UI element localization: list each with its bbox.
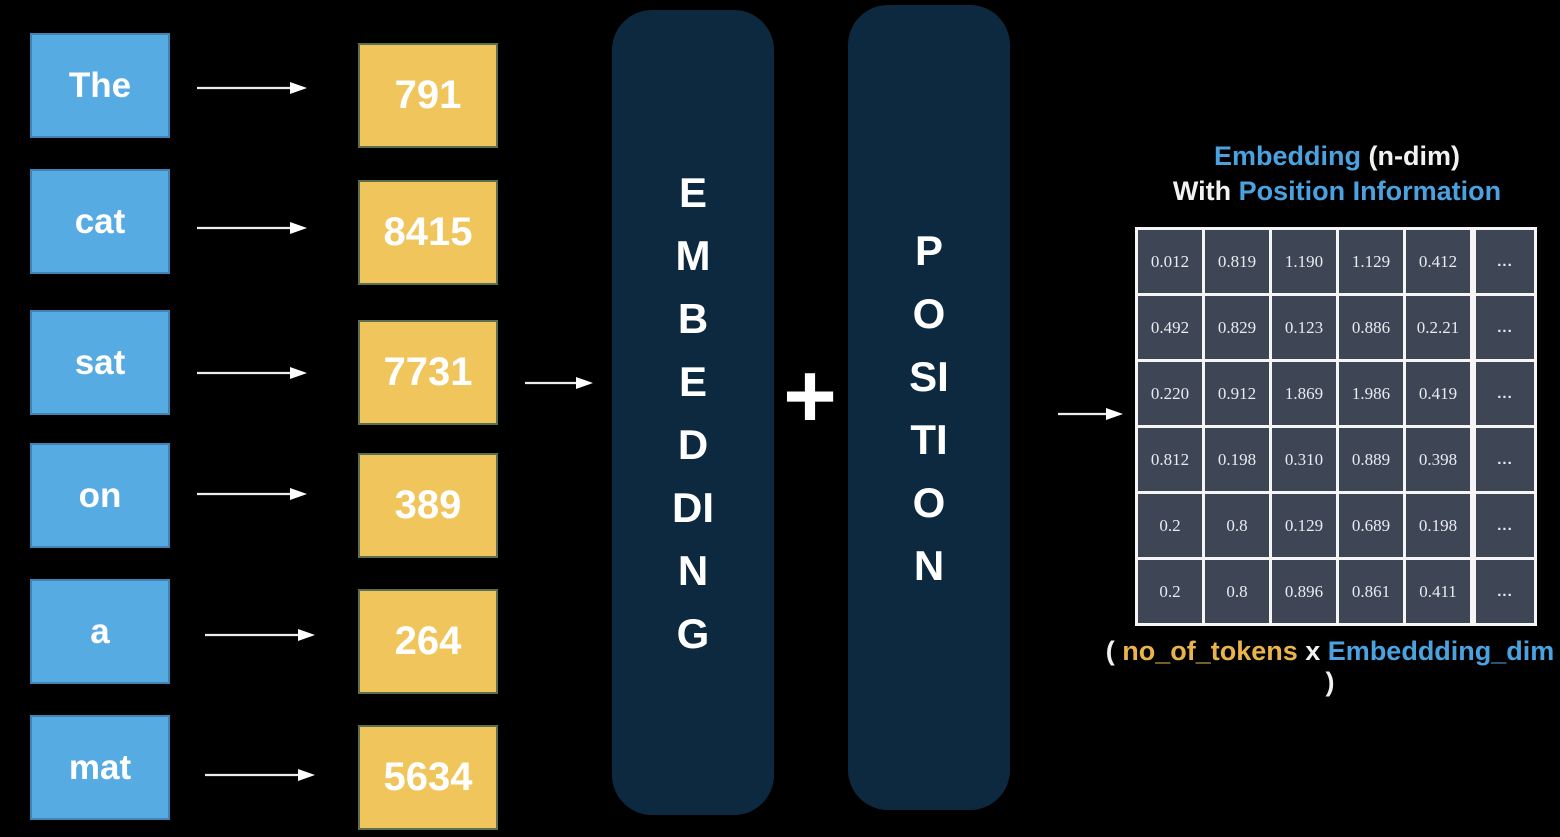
result-title-line2: With Position Information: [1137, 174, 1537, 209]
result-title-line1: Embedding (n-dim): [1137, 139, 1537, 174]
matrix-cell-ellipsis: ...: [1476, 494, 1534, 557]
word-box-cat: cat: [30, 169, 170, 274]
word-label: on: [78, 475, 122, 515]
matrix-cell: 1.129: [1339, 230, 1403, 293]
matrix-cell: 0.689: [1339, 494, 1403, 557]
embedding-matrix: 0.012 0.819 1.190 1.129 0.412 0.492 0.82…: [1135, 227, 1473, 626]
token-id-label: 5634: [383, 755, 473, 799]
plus-operator: +: [783, 345, 837, 447]
matrix-cell: 0.412: [1406, 230, 1470, 293]
matrix-cell: 1.869: [1272, 362, 1336, 425]
position-block-label: POSITION: [909, 226, 949, 589]
matrix-cell: 0.012: [1138, 230, 1202, 293]
matrix-cell: 0.912: [1205, 362, 1269, 425]
arrow-right-icon: [197, 488, 307, 500]
matrix-cell: 0.2: [1138, 494, 1202, 557]
word-label: mat: [68, 747, 132, 787]
matrix-cell: 0.220: [1138, 362, 1202, 425]
matrix-cell: 0.8: [1205, 494, 1269, 557]
embedding-block-label: EMBEDDING: [672, 168, 714, 657]
matrix-cell: 0.886: [1339, 296, 1403, 359]
title-with-text: With: [1172, 176, 1232, 206]
matrix-cell: 0.129: [1272, 494, 1336, 557]
matrix-cell: 0.2.21: [1406, 296, 1470, 359]
word-label: cat: [74, 201, 126, 241]
matrix-cell: 0.819: [1205, 230, 1269, 293]
arrow-right-icon: [197, 222, 307, 234]
token-id-box-389: 389: [358, 453, 498, 558]
arrow-right-icon: [525, 377, 593, 389]
token-id-label: 8415: [383, 210, 473, 254]
token-id-label: 264: [394, 619, 462, 663]
matrix-cell: 0.829: [1205, 296, 1269, 359]
token-id-box-8415: 8415: [358, 180, 498, 285]
arrow-right-icon: [1058, 408, 1123, 420]
matrix-cell: 0.310: [1272, 428, 1336, 491]
matrix-dimensions-caption: ( no_of_tokens x Embeddding_dim ): [1100, 636, 1560, 698]
matrix-cell: 0.398: [1406, 428, 1470, 491]
token-id-label: 389: [394, 483, 462, 527]
token-id-box-264: 264: [358, 589, 498, 694]
embedding-block: EMBEDDING: [612, 10, 774, 815]
matrix-cell: 0.812: [1138, 428, 1202, 491]
caption-times: x: [1305, 636, 1321, 666]
embedding-matrix-ellipsis-column: ... ... ... ... ... ...: [1473, 227, 1537, 626]
matrix-cell: 0.123: [1272, 296, 1336, 359]
word-box-mat: mat: [30, 715, 170, 820]
matrix-cell-ellipsis: ...: [1476, 230, 1534, 293]
matrix-cell: 1.190: [1272, 230, 1336, 293]
matrix-cell-ellipsis: ...: [1476, 296, 1534, 359]
word-label: a: [90, 611, 110, 651]
matrix-cell: 0.889: [1339, 428, 1403, 491]
word-box-sat: sat: [30, 310, 170, 415]
matrix-cell: 0.492: [1138, 296, 1202, 359]
caption-embedding-dim: Embeddding_dim: [1327, 636, 1555, 666]
arrow-right-icon: [205, 629, 315, 641]
title-embedding-text: Embedding: [1214, 141, 1361, 171]
word-label: sat: [74, 342, 126, 382]
matrix-cell-ellipsis: ...: [1476, 560, 1534, 623]
matrix-cell: 0.896: [1272, 560, 1336, 623]
matrix-cell-ellipsis: ...: [1476, 362, 1534, 425]
arrow-right-icon: [205, 769, 315, 781]
token-id-box-5634: 5634: [358, 725, 498, 830]
result-title: Embedding (n-dim) With Position Informat…: [1137, 139, 1537, 209]
arrow-right-icon: [197, 367, 307, 379]
word-box-a: a: [30, 579, 170, 684]
arrow-right-icon: [197, 82, 307, 94]
caption-no-of-tokens: no_of_tokens: [1122, 636, 1298, 666]
token-id-label: 7731: [383, 350, 473, 394]
matrix-cell: 0.861: [1339, 560, 1403, 623]
matrix-cell: 0.198: [1406, 494, 1470, 557]
matrix-cell: 0.419: [1406, 362, 1470, 425]
matrix-cell: 0.2: [1138, 560, 1202, 623]
word-box-on: on: [30, 443, 170, 548]
position-block: POSITION: [848, 5, 1010, 810]
token-id-box-7731: 7731: [358, 320, 498, 425]
caption-close-paren: ): [1325, 667, 1335, 697]
caption-open-paren: (: [1105, 636, 1115, 666]
matrix-cell: 1.986: [1339, 362, 1403, 425]
word-label: The: [68, 65, 132, 105]
matrix-cell: 0.8: [1205, 560, 1269, 623]
token-id-label: 791: [394, 73, 462, 117]
title-position-info-text: Position Information: [1238, 176, 1502, 206]
token-id-box-791: 791: [358, 43, 498, 148]
matrix-cell: 0.198: [1205, 428, 1269, 491]
matrix-cell-ellipsis: ...: [1476, 428, 1534, 491]
word-box-the: The: [30, 33, 170, 138]
matrix-cell: 0.411: [1406, 560, 1470, 623]
title-ndim-text: (n-dim): [1368, 141, 1460, 171]
